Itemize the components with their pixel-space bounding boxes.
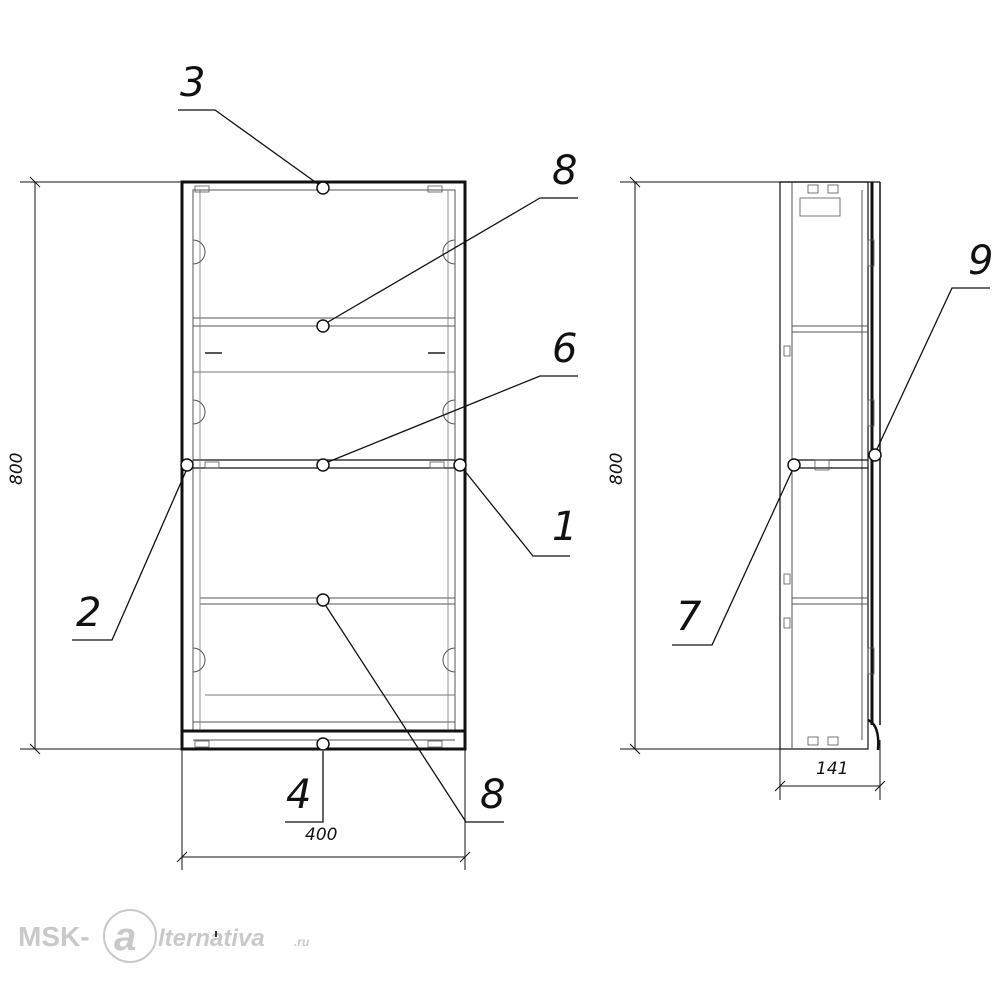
dim-side-height: 800 bbox=[607, 453, 627, 485]
callout-3: 3 bbox=[180, 60, 205, 106]
callout-4: 4 bbox=[286, 772, 311, 818]
hinge-cup-left-1 bbox=[192, 239, 206, 265]
callout-8-top: 8 bbox=[552, 148, 577, 194]
callout-6: 6 bbox=[552, 326, 577, 372]
callout-1: 1 bbox=[552, 504, 577, 550]
dim-front-height: 800 bbox=[7, 453, 27, 485]
svg-text:lternativa: lternativa bbox=[158, 925, 265, 952]
front-dimensions bbox=[20, 176, 471, 870]
point-6 bbox=[316, 458, 330, 472]
svg-text:a: a bbox=[114, 915, 136, 959]
small-mark bbox=[215, 931, 217, 937]
callout-2: 2 bbox=[76, 590, 101, 636]
point-4 bbox=[316, 737, 330, 751]
point-2 bbox=[180, 458, 194, 472]
point-1 bbox=[453, 458, 467, 472]
side-leaders bbox=[672, 287, 990, 646]
dim-front-width: 400 bbox=[305, 825, 337, 845]
watermark-logo: MSK- a lternativa .ru bbox=[18, 909, 310, 963]
side-dimensions bbox=[620, 176, 886, 800]
point-8-bottom bbox=[316, 593, 330, 607]
front-view bbox=[180, 180, 467, 751]
point-3 bbox=[316, 181, 330, 195]
dim-side-depth: 141 bbox=[816, 759, 848, 779]
point-7 bbox=[787, 458, 801, 472]
callout-9: 9 bbox=[968, 238, 993, 284]
svg-text:MSK-: MSK- bbox=[18, 921, 90, 952]
callout-8-bottom: 8 bbox=[480, 772, 505, 818]
callout-7: 7 bbox=[676, 594, 702, 640]
side-view bbox=[779, 181, 882, 751]
point-9 bbox=[868, 448, 882, 462]
front-leaders bbox=[72, 109, 578, 823]
svg-text:.ru: .ru bbox=[294, 935, 310, 949]
point-8-top bbox=[316, 319, 330, 333]
